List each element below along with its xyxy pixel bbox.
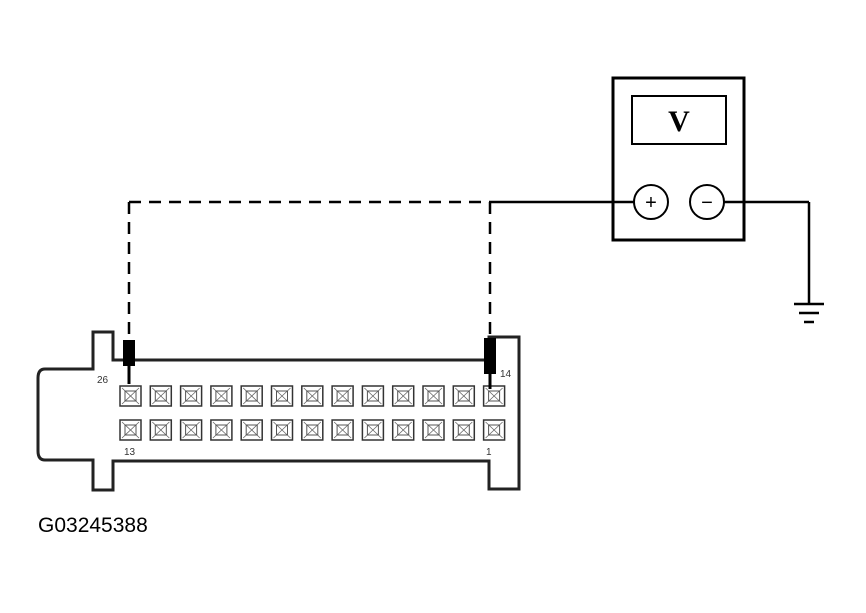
pin-cavity: [361, 385, 385, 407]
pin-cavity: [422, 419, 445, 441]
pin-cavity: [240, 385, 263, 407]
pin-cavity: [270, 385, 294, 407]
pin-cavity: [331, 419, 354, 441]
pin-cavity: [149, 385, 173, 407]
pin-cavity: [270, 419, 294, 441]
negative-terminal-symbol: −: [701, 192, 713, 214]
ground-symbol: [794, 302, 824, 324]
pin-cavity: [210, 419, 233, 441]
pin-cavity: [301, 419, 324, 441]
voltmeter-display-label: V: [668, 105, 690, 138]
voltmeter-display: [631, 95, 727, 145]
connector-housing: [36, 330, 521, 492]
pin-cavity: [391, 385, 415, 407]
pin-cavity: [179, 385, 203, 407]
pin-cavity: [179, 419, 203, 441]
pin-cavity: [240, 419, 263, 441]
connector: 26 14 13 1: [36, 330, 521, 492]
pin-label-1: 1: [486, 447, 492, 458]
pin-cavity: [149, 419, 173, 441]
pin-label-26: 26: [97, 375, 109, 386]
pin-label-14: 14: [500, 369, 512, 380]
pin-cavity: [331, 385, 354, 407]
connector-pin-grid: [119, 385, 506, 441]
pin-cavity: [119, 385, 142, 407]
pin-cavity: [452, 385, 476, 407]
pin-cavity: [301, 385, 324, 407]
pin-cavity: [452, 419, 476, 441]
wiring: [127, 200, 811, 340]
probe-right: [484, 338, 496, 389]
pin-cavity: [119, 419, 142, 441]
figure-id: G03245388: [38, 514, 148, 537]
pin-cavity: [482, 419, 506, 441]
probe-left: [123, 340, 135, 384]
positive-terminal-symbol: +: [645, 192, 657, 214]
pin-cavity: [482, 385, 506, 407]
pin-cavity: [210, 385, 233, 407]
pin-cavity: [391, 419, 415, 441]
positive-terminal: +: [633, 184, 669, 220]
pin-cavity: [361, 419, 385, 441]
voltmeter: V + −: [611, 76, 746, 242]
pin-label-13: 13: [124, 447, 136, 458]
pin-cavity: [422, 385, 445, 407]
negative-terminal: −: [689, 184, 725, 220]
